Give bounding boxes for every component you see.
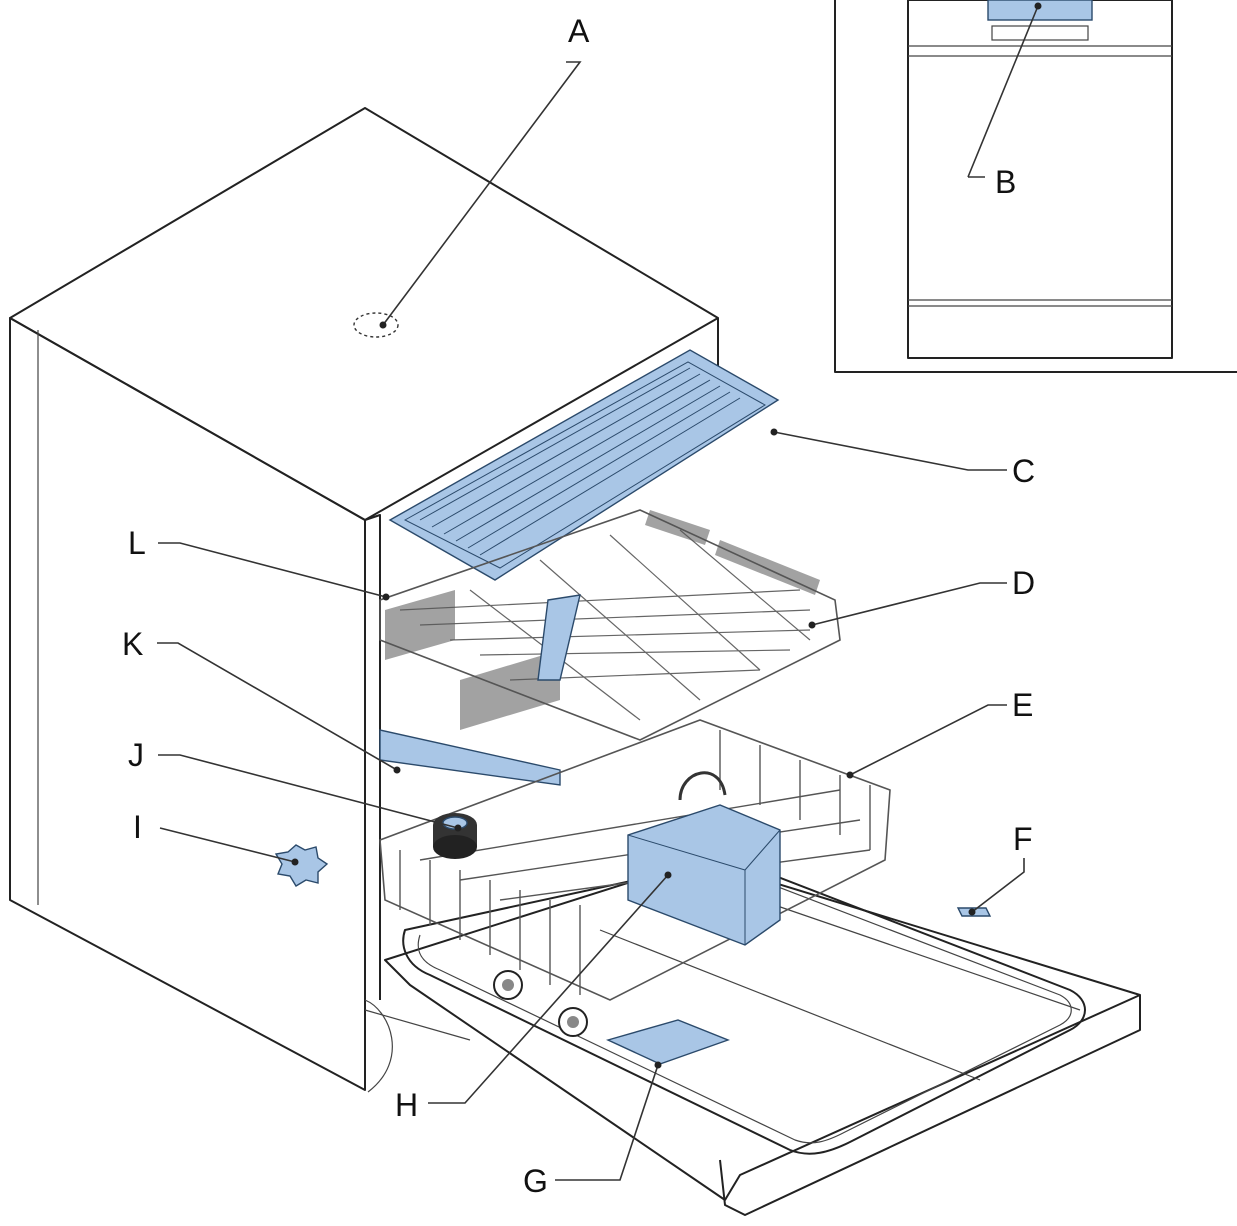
inset-display-highlight (987, 0, 1093, 21)
spray-arm (379, 729, 561, 786)
cutlery-basket (627, 771, 781, 946)
top-dashed-marker (353, 312, 399, 338)
callout-g: G (523, 1163, 548, 1199)
cabinet (9, 107, 719, 1093)
inset-panel (834, 0, 1237, 373)
callout-b: B (995, 164, 1016, 200)
knob (274, 844, 329, 887)
callout-j: J (128, 737, 144, 773)
callout-i: I (133, 809, 142, 845)
callout-e: E (1012, 687, 1033, 723)
callout-d: D (1012, 565, 1035, 601)
callout-labels: A B C D E F G H I J K L (122, 13, 1035, 1199)
filter (433, 813, 477, 859)
callout-a: A (568, 13, 590, 49)
leader-lines (157, 2, 1042, 1181)
cutlery-tray (388, 349, 780, 581)
callout-f: F (1013, 821, 1033, 857)
callout-l: L (128, 525, 146, 561)
callout-h: H (395, 1087, 418, 1123)
detergent-dispenser (605, 1019, 730, 1065)
callout-c: C (1012, 453, 1035, 489)
upper-basket (379, 509, 841, 741)
lower-basket (379, 719, 891, 1037)
callout-k: K (122, 626, 143, 662)
